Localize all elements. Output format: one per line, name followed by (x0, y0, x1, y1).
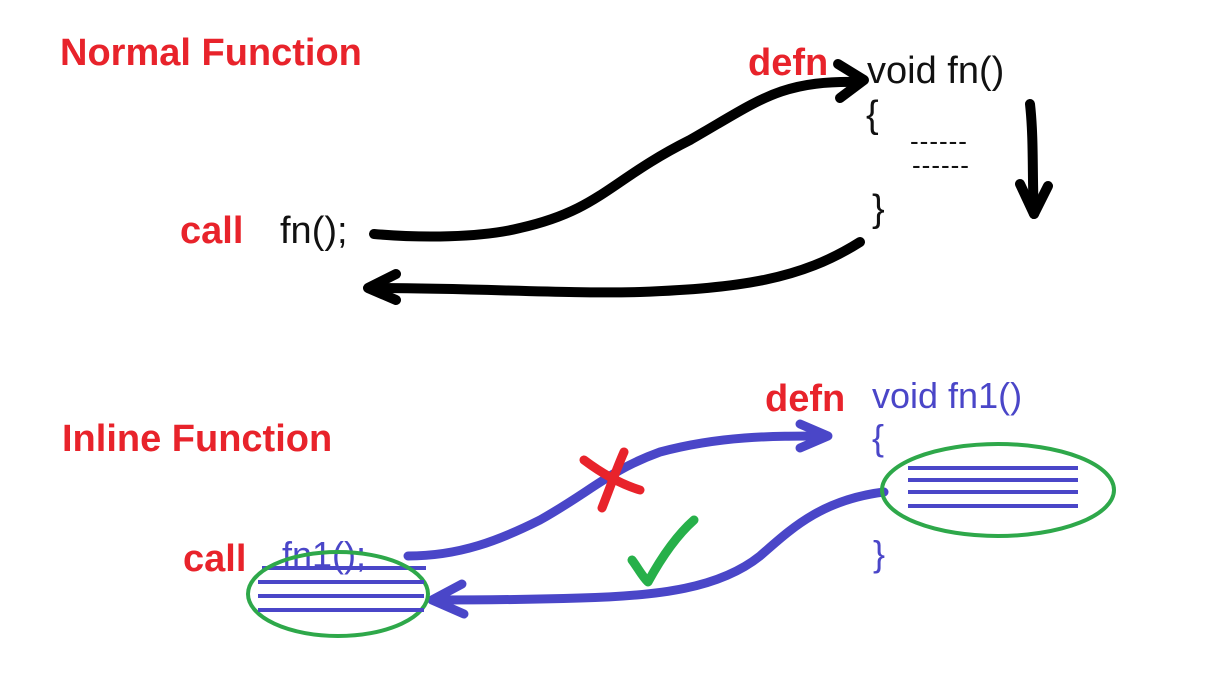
normal-call-to-defn-arrowhead (833, 59, 869, 103)
inline-body-to-call-arrowhead (427, 579, 469, 619)
inline-body-to-call-arrow-line (429, 487, 889, 605)
normal-close-brace: } (872, 188, 885, 230)
red-x-stroke-1 (579, 455, 645, 495)
inline-call-to-defn-arrow (403, 419, 833, 561)
normal-open-brace: { (866, 94, 879, 136)
inline-close-brace: } (873, 533, 886, 574)
normal-function-signature: void fn() (867, 50, 1005, 92)
inline-definition-body-ellipse (880, 442, 1116, 538)
inline-definition-body (880, 442, 1116, 538)
green-check-mark (627, 515, 699, 587)
normal-execution-arrowhead (1015, 179, 1053, 219)
normal-defn-label: defn (748, 42, 829, 84)
normal-return-arrowhead (363, 269, 401, 305)
red-x-mark (579, 447, 645, 513)
inline-open-brace: { (872, 417, 885, 458)
normal-body-line-1: ------ (910, 126, 968, 156)
inline-defn-label: defn (765, 378, 846, 420)
inline-function-signature: void fn1() (872, 375, 1023, 416)
inline-body-to-call-arrow (427, 487, 889, 619)
inline-call-label: call (183, 538, 247, 580)
normal-call-to-defn-arrow-line (369, 76, 865, 242)
normal-body-line-2: ------ (912, 150, 970, 180)
inline-function-title: Inline Function (62, 418, 333, 460)
normal-function-title: Normal Function (60, 32, 362, 74)
inline-call-to-defn-arrow-line (403, 431, 831, 561)
normal-call-code: fn(); (280, 210, 348, 252)
normal-return-arrow (363, 237, 865, 305)
inline-call-code: fn1(); (282, 534, 367, 575)
inline-call-to-defn-arrowhead (795, 419, 833, 453)
normal-call-to-defn-arrow (369, 59, 869, 242)
normal-return-arrow-line (365, 237, 865, 298)
normal-execution-arrow (1015, 99, 1053, 219)
green-check-stroke (627, 515, 699, 587)
red-x-stroke-2 (597, 447, 629, 513)
normal-execution-arrow-line (1025, 99, 1039, 219)
normal-call-label: call (180, 210, 244, 252)
